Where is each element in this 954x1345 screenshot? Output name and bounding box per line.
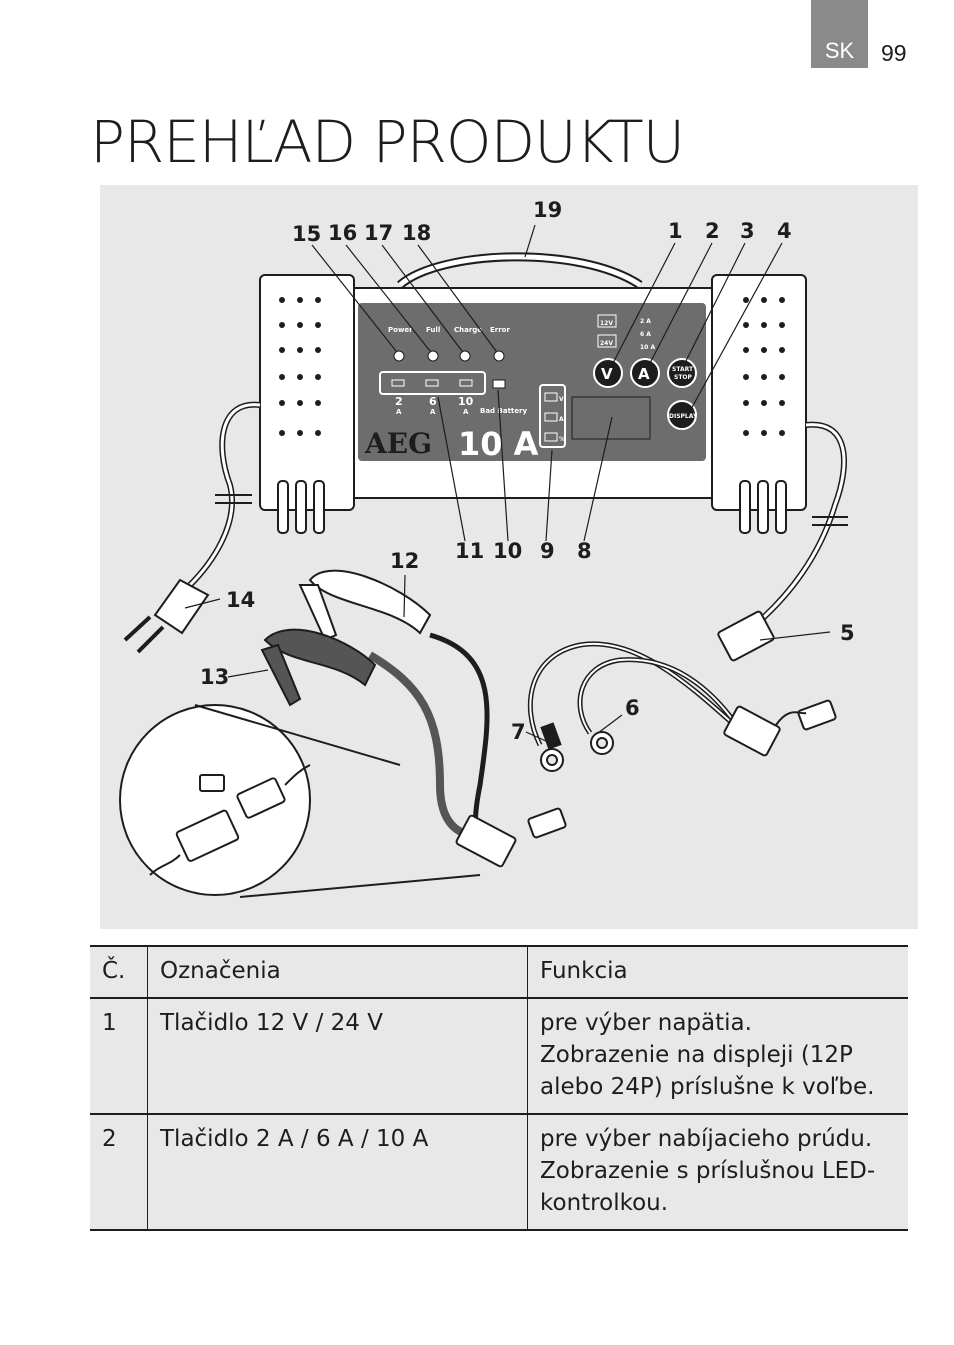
button-start-stop: START STOP bbox=[667, 358, 697, 388]
button-display-label: DISPLAY bbox=[669, 413, 698, 420]
led-row: Power Full Charge Error bbox=[388, 326, 510, 362]
current-label-10: 10 bbox=[458, 395, 474, 408]
header-designation: Označenia bbox=[147, 945, 528, 999]
indicator-a: A bbox=[559, 416, 564, 423]
led-label-full: Full bbox=[426, 326, 440, 334]
current-label-2: 2 bbox=[395, 395, 403, 408]
amp-2a: 2 A bbox=[640, 318, 651, 325]
voltage-12v: 12V bbox=[600, 320, 613, 327]
callout-12: 12 bbox=[390, 549, 419, 573]
indicator-v: V bbox=[559, 396, 564, 403]
callout-5: 5 bbox=[840, 621, 855, 645]
amp-10a: 10 A bbox=[640, 344, 655, 351]
current-unit-6: A bbox=[430, 408, 436, 416]
control-panel bbox=[358, 303, 706, 461]
current-unit-2: A bbox=[396, 408, 402, 416]
language-tab: SK bbox=[811, 0, 868, 68]
function-line: pre výber nabíjacieho prúdu. bbox=[540, 1126, 873, 1152]
row-function: pre výber napätia. Zobrazenie na displej… bbox=[527, 998, 908, 1115]
model-label: 10 A bbox=[458, 425, 539, 463]
callout-10: 10 bbox=[493, 539, 522, 563]
callout-19: 19 bbox=[533, 198, 562, 222]
spec-table: Č. Označenia Funkcia 1 Tlačidlo 12 V / 2… bbox=[90, 945, 908, 1231]
callout-18: 18 bbox=[402, 221, 431, 245]
function-line: kontrolkou. bbox=[540, 1190, 669, 1216]
callout-13: 13 bbox=[200, 665, 229, 689]
function-line: Zobrazenie s príslušnou LED- bbox=[540, 1158, 876, 1184]
callout-15: 15 bbox=[292, 222, 321, 246]
voltage-24v: 24V bbox=[600, 340, 613, 347]
product-overview-figure: Power Full Charge Error 2 6 10 A A A Bad… bbox=[100, 185, 918, 929]
callout-17: 17 bbox=[364, 221, 393, 245]
callout-2: 2 bbox=[705, 219, 720, 243]
button-stop-label: STOP bbox=[674, 374, 693, 381]
callout-1: 1 bbox=[668, 219, 683, 243]
row-number: 1 bbox=[90, 998, 148, 1115]
charger-illustration: Power Full Charge Error 2 6 10 A A A Bad… bbox=[119, 198, 855, 898]
button-v: V bbox=[593, 358, 623, 388]
callout-16: 16 bbox=[328, 221, 357, 245]
page-title: PREHĽAD PRODUKTU bbox=[90, 108, 685, 176]
callout-3: 3 bbox=[740, 219, 755, 243]
callout-14: 14 bbox=[226, 588, 255, 612]
button-start-label: START bbox=[672, 366, 694, 373]
led-label-power: Power bbox=[388, 326, 413, 334]
row-designation: Tlačidlo 12 V / 24 V bbox=[147, 998, 528, 1115]
current-unit-10: A bbox=[463, 408, 469, 416]
button-a: A bbox=[630, 358, 660, 388]
function-line: pre výber napätia. bbox=[540, 1010, 752, 1036]
current-label-6: 6 bbox=[429, 395, 437, 408]
amp-6a: 6 A bbox=[640, 331, 651, 338]
function-line: Zobrazenie na displeji (12P bbox=[540, 1042, 853, 1068]
header-number: Č. bbox=[90, 945, 148, 999]
button-a-label: A bbox=[638, 365, 650, 383]
button-display: DISPLAY bbox=[667, 400, 698, 430]
brand-logo: AEG bbox=[364, 427, 432, 460]
callout-11: 11 bbox=[455, 539, 484, 563]
function-line: alebo 24P) príslušne k voľbe. bbox=[540, 1074, 875, 1100]
row-number: 2 bbox=[90, 1114, 148, 1231]
callout-9: 9 bbox=[540, 539, 555, 563]
indicator-percent: % bbox=[559, 436, 565, 443]
callout-8: 8 bbox=[577, 539, 592, 563]
bad-battery-label: Bad Battery bbox=[480, 407, 527, 415]
led-label-charge: Charge bbox=[454, 326, 482, 334]
callout-6: 6 bbox=[625, 696, 640, 720]
table-row: 2 Tlačidlo 2 A / 6 A / 10 A pre výber na… bbox=[90, 1114, 908, 1231]
header-function: Funkcia bbox=[527, 945, 908, 999]
row-designation: Tlačidlo 2 A / 6 A / 10 A bbox=[147, 1114, 528, 1231]
row-function: pre výber nabíjacieho prúdu. Zobrazenie … bbox=[527, 1114, 908, 1231]
led-label-error: Error bbox=[490, 326, 510, 334]
button-v-label: V bbox=[601, 365, 613, 383]
page-number: 99 bbox=[881, 40, 907, 66]
table-row: 1 Tlačidlo 12 V / 24 V pre výber napätia… bbox=[90, 998, 908, 1115]
callout-7: 7 bbox=[511, 720, 526, 744]
callout-4: 4 bbox=[777, 219, 792, 243]
language-code: SK bbox=[824, 38, 855, 63]
table-header-row: Č. Označenia Funkcia bbox=[90, 945, 908, 999]
